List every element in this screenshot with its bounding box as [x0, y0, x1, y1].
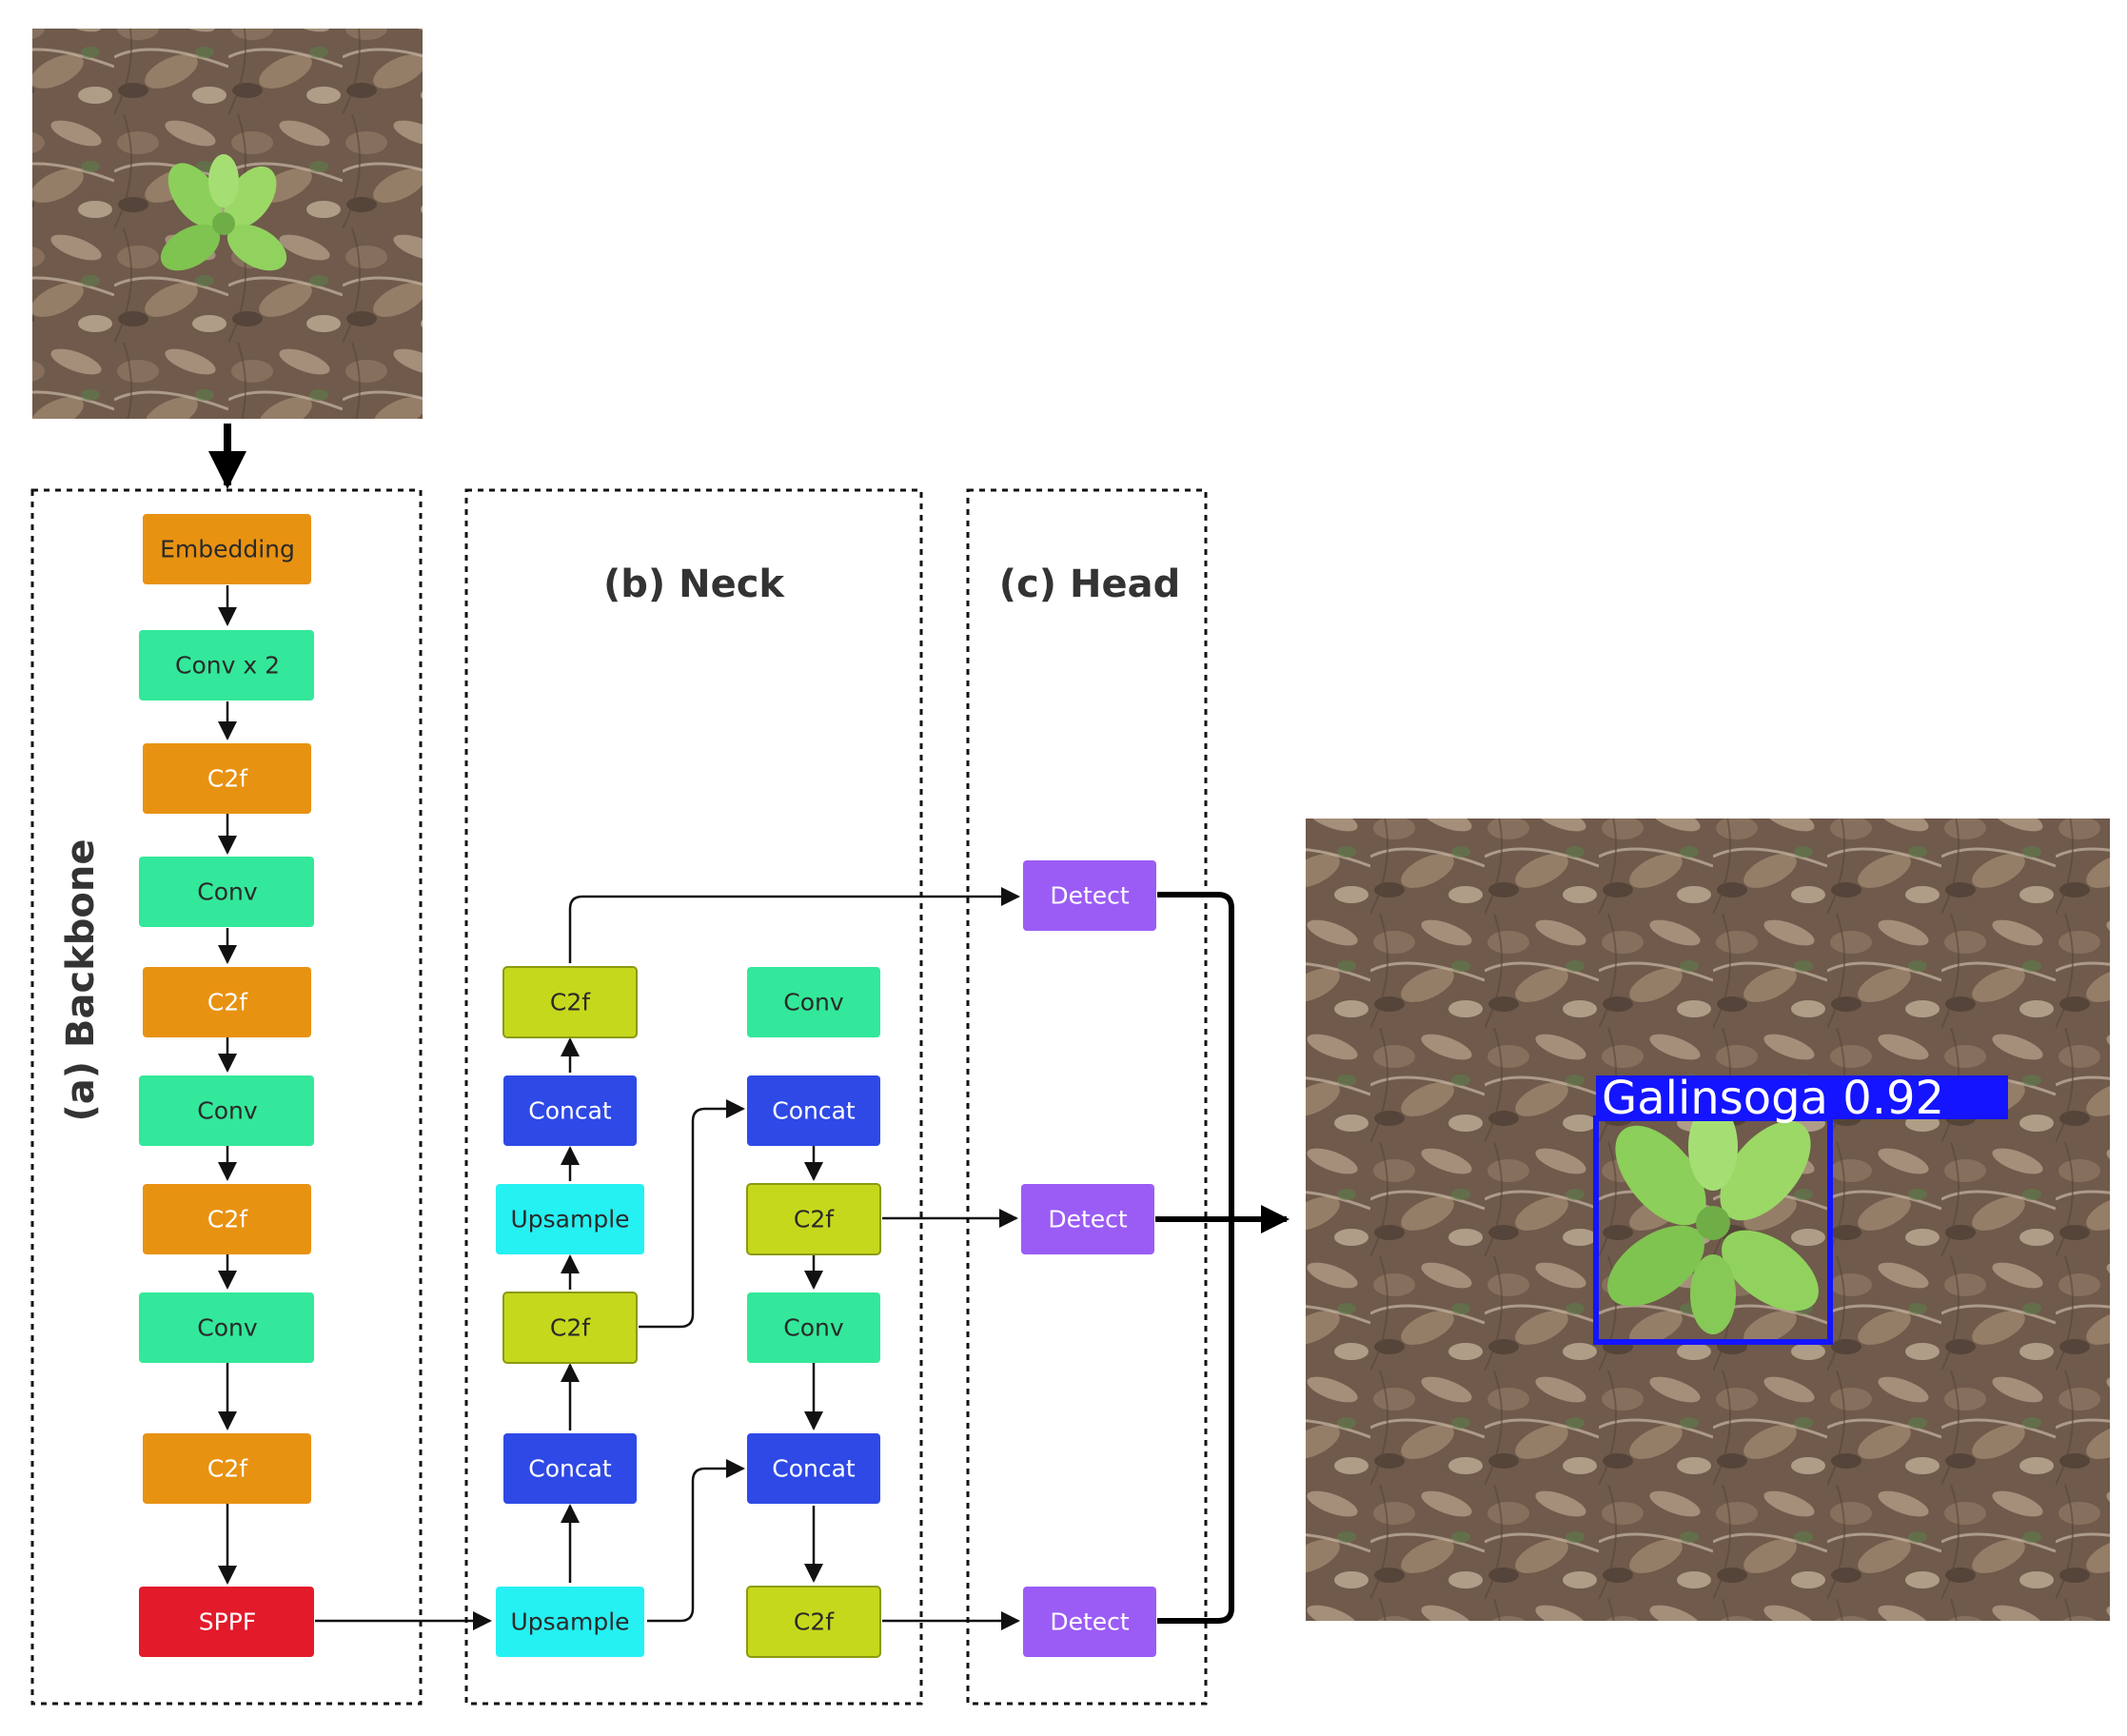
detection-label-bg	[1596, 1075, 2008, 1119]
block-c2f-4: C2f	[143, 1433, 311, 1504]
block-c2f-2: C2f	[143, 967, 311, 1037]
output-image: Galinsoga 0.92	[1306, 819, 2110, 1621]
head-detect-mid-label: Detect	[1048, 1206, 1128, 1233]
neck-right-conv-mid: Conv	[747, 1292, 880, 1363]
block-conv-x2: Conv x 2	[139, 630, 314, 700]
neck-left-c2f-mid-label: C2f	[550, 1314, 591, 1342]
neck-right-conv-top-label: Conv	[783, 989, 844, 1016]
block-conv-3: Conv	[139, 1292, 314, 1363]
block-c2f-2-label: C2f	[207, 989, 248, 1016]
neck-right-concat-top-label: Concat	[772, 1097, 856, 1125]
head-detect-mid: Detect	[1021, 1184, 1154, 1254]
neck-right-conv-top: Conv	[747, 967, 880, 1037]
head-title: (c) Head	[999, 562, 1180, 606]
block-c2f-3: C2f	[143, 1184, 311, 1254]
neck-left-c2f-mid: C2f	[502, 1292, 638, 1364]
neck-left-upsample-top: Upsample	[496, 1184, 644, 1254]
output-plant	[1607, 1103, 1819, 1334]
block-conv-1: Conv	[139, 857, 314, 927]
neck-left-concat-top: Concat	[503, 1075, 637, 1146]
neck-left-concat-bottom: Concat	[503, 1433, 637, 1504]
block-embedding: Embedding	[143, 514, 311, 584]
neck-left-upsample-top-label: Upsample	[510, 1206, 629, 1233]
output-connectors	[1155, 892, 1290, 1624]
block-c2f-4-label: C2f	[207, 1455, 248, 1483]
neck-left-concat-bottom-label: Concat	[528, 1455, 612, 1483]
block-conv-3-label: Conv	[197, 1314, 258, 1342]
input-plant	[160, 154, 287, 271]
block-c2f-1: C2f	[143, 743, 311, 814]
neck-right-conv-mid-label: Conv	[783, 1314, 844, 1342]
neck-right-concat-bottom-label: Concat	[772, 1455, 856, 1483]
backbone-title: (a) Backbone	[59, 839, 103, 1122]
neck-left-c2f-top: C2f	[502, 966, 638, 1038]
block-conv-x2-label: Conv x 2	[175, 652, 280, 680]
neck-right-c2f-mid: C2f	[746, 1183, 881, 1255]
neck-right-c2f-mid-label: C2f	[794, 1206, 835, 1233]
block-sppf: SPPF	[139, 1587, 314, 1657]
neck-right-concat-bottom: Concat	[747, 1433, 880, 1504]
neck-left-upsample-bottom: Upsample	[496, 1587, 644, 1657]
neck-left-concat-top-label: Concat	[528, 1097, 612, 1125]
head-frame	[966, 488, 1208, 1706]
neck-right-c2f-bottom-label: C2f	[794, 1608, 835, 1636]
block-embedding-box	[143, 514, 311, 584]
block-conv-1-label: Conv	[197, 878, 258, 906]
neck-left-c2f-top-label: C2f	[550, 989, 591, 1016]
backbone-frame	[30, 488, 423, 1706]
block-conv-2: Conv	[139, 1075, 314, 1146]
block-embedding-label: Embedding	[160, 536, 295, 563]
neck-right-c2f-bottom: C2f	[746, 1586, 881, 1658]
block-c2f-1-label: C2f	[207, 765, 248, 793]
head-detect-bottom: Detect	[1023, 1587, 1156, 1657]
input-image	[32, 29, 423, 419]
neck-right-concat-top: Concat	[747, 1075, 880, 1146]
head-detect-bottom-label: Detect	[1050, 1608, 1130, 1636]
block-c2f-3-label: C2f	[207, 1206, 248, 1233]
head-detect-top-label: Detect	[1050, 882, 1130, 910]
head-detect-top: Detect	[1023, 860, 1156, 931]
detection-label: Galinsoga 0.92	[1602, 1072, 1944, 1125]
connectors	[218, 585, 1020, 1630]
block-sppf-label: SPPF	[199, 1608, 256, 1636]
neck-frame	[464, 488, 923, 1706]
neck-title: (b) Neck	[603, 562, 785, 606]
neck-left-upsample-bottom-label: Upsample	[510, 1608, 629, 1636]
block-conv-2-label: Conv	[197, 1097, 258, 1125]
